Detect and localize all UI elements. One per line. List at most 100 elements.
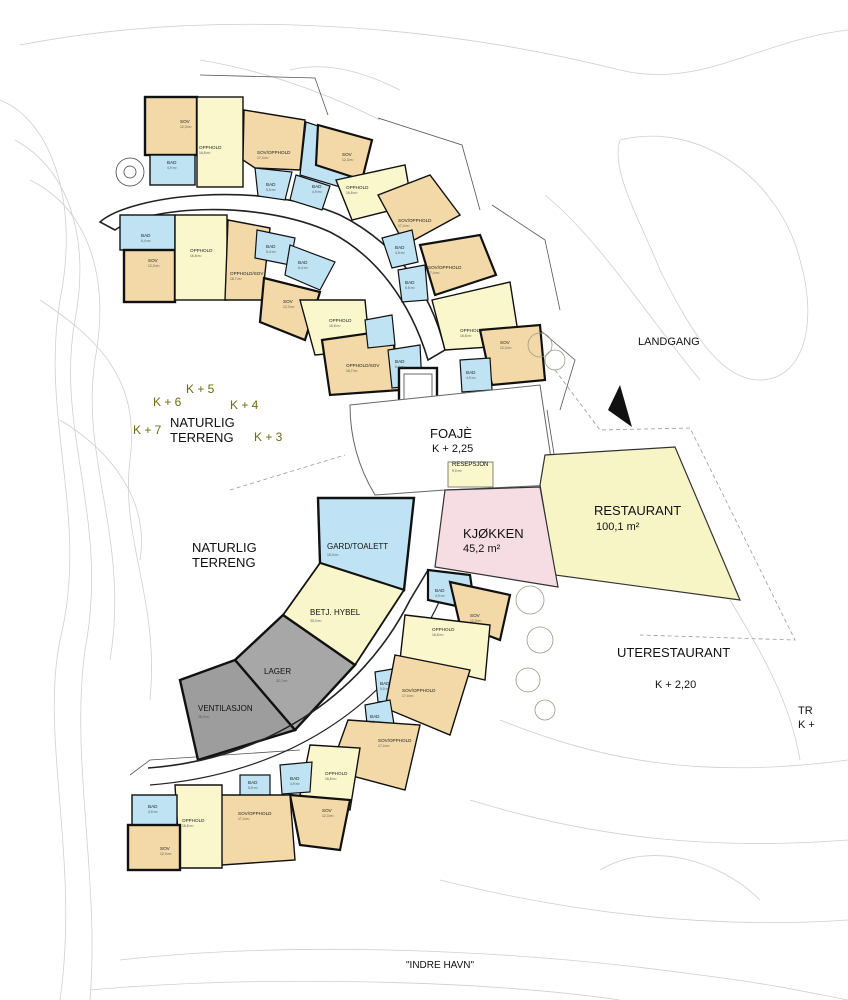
room-name: BAD bbox=[395, 245, 405, 250]
room-area: 16,8 m² bbox=[346, 191, 358, 195]
upper-wing bbox=[98, 95, 547, 397]
naturlig-terreng-upper-2: TERRENG bbox=[170, 430, 234, 445]
room-name: BAD bbox=[248, 780, 258, 785]
room-area: 16,7 m² bbox=[230, 277, 242, 281]
room-area: 16,8 m² bbox=[190, 254, 202, 258]
room-name: BAD bbox=[290, 776, 300, 781]
lager-area: 32,7 m² bbox=[276, 679, 288, 683]
resepsjon-area: 9,0 m² bbox=[452, 469, 462, 473]
room-area: 4,9 m² bbox=[290, 782, 300, 786]
room-name: OPPHOLD bbox=[460, 328, 483, 333]
room-area: 12,3 m² bbox=[160, 852, 172, 856]
kjokken-label: KJØKKEN bbox=[463, 526, 524, 541]
room-name: BAD bbox=[380, 681, 390, 686]
room-name: SOV bbox=[342, 152, 353, 157]
room-area: 6,4 m² bbox=[141, 239, 151, 243]
room-area: 4,9 m² bbox=[167, 166, 177, 170]
room-area: 17,4 m² bbox=[257, 156, 269, 160]
trees bbox=[515, 332, 566, 721]
room-name: BAD bbox=[141, 233, 151, 238]
room-area: 5,5 m² bbox=[248, 786, 258, 790]
room-area: 4,9 m² bbox=[466, 376, 476, 380]
room-area: 5,5 m² bbox=[380, 687, 390, 691]
contour-level-labels: K + 5 K + 6 K + 4 K + 7 K + 3 bbox=[133, 382, 283, 444]
room-area: 12,3 m² bbox=[470, 619, 482, 623]
service-wing bbox=[147, 496, 441, 786]
room-area: 16,8 m² bbox=[199, 151, 211, 155]
room-name: SOV bbox=[283, 299, 294, 304]
room-name: BAD bbox=[266, 244, 276, 249]
room-name: BAD bbox=[466, 370, 476, 375]
room-name: BAD bbox=[148, 804, 158, 809]
room-area: 16,8 m² bbox=[460, 334, 472, 338]
uterestaurant-level: K + 2,20 bbox=[655, 679, 696, 691]
room-area: 16,8 m² bbox=[432, 633, 444, 637]
restaurant-area: 100,1 m² bbox=[596, 521, 640, 533]
room-area: 5,5 m² bbox=[370, 720, 380, 724]
room-name: OPPHOLD bbox=[432, 627, 455, 632]
room-name: BAD bbox=[370, 714, 380, 719]
room-name: SOV bbox=[180, 119, 191, 124]
indre-havn-label: "INDRE HAVN" bbox=[406, 960, 474, 971]
naturlig-terreng-lower-2: TERRENG bbox=[192, 555, 256, 570]
resepsjon-label: RESEPSJON bbox=[452, 462, 488, 468]
lower-room-labels: BAD 4,9 m² SOV 12,3 m² OPPHOLD 16,8 m² B… bbox=[148, 588, 482, 856]
foaje-label: FOAJÈ bbox=[430, 426, 472, 441]
lager-label: LAGER bbox=[264, 667, 291, 676]
room-name: OPPHOLD/SOV bbox=[230, 271, 264, 276]
room-area: 4,5 m² bbox=[395, 251, 405, 255]
central-core bbox=[349, 384, 741, 601]
edge-label-tr: TR bbox=[798, 705, 813, 717]
room-area: 12,3 m² bbox=[500, 346, 512, 350]
betj-hybel-label: BETJ. HYBEL bbox=[310, 608, 361, 617]
room-area: 5,5 m² bbox=[405, 286, 415, 290]
room-area: 17,4 m² bbox=[402, 694, 414, 698]
room-name: SOV/OPPHOLD bbox=[238, 811, 272, 816]
room-name: SOV/OPPHOLD bbox=[402, 688, 436, 693]
room-name: BAD bbox=[298, 260, 308, 265]
terrace-outline bbox=[229, 369, 796, 641]
room-area: 4,9 m² bbox=[148, 810, 158, 814]
room-name: SOV/OPPHOLD bbox=[378, 738, 412, 743]
room-area: 12,3 m² bbox=[342, 158, 354, 162]
contour-label: K + 6 bbox=[153, 395, 182, 409]
room-area: 12,3 m² bbox=[148, 264, 160, 268]
room-area: 12,3 m² bbox=[283, 305, 295, 309]
upper-room-labels: SOV 12,3 m² BAD 4,9 m² OPPHOLD 16,8 m² S… bbox=[141, 119, 512, 380]
room-name: OPPHOLD bbox=[182, 818, 205, 823]
room-area: 12,3 m² bbox=[180, 125, 192, 129]
gard-toalett-area: 15,0 m² bbox=[327, 553, 339, 557]
room-name: OPPHOLD bbox=[190, 248, 213, 253]
room-area: 16,8 m² bbox=[182, 824, 194, 828]
landgang-label: LANDGANG bbox=[638, 336, 700, 348]
room-name: SOV bbox=[500, 340, 511, 345]
room-area: 6,4 m² bbox=[395, 365, 405, 369]
room-area: 16,7 m² bbox=[346, 369, 358, 373]
room-area: 17,4 m² bbox=[398, 224, 410, 228]
room-name: OPPHOLD bbox=[346, 185, 369, 190]
uterestaurant-label: UTERESTAURANT bbox=[617, 645, 730, 660]
lower-wing bbox=[126, 568, 512, 872]
room-name: SOV/OPPHOLD bbox=[398, 218, 432, 223]
room-area: 5,5 m² bbox=[266, 188, 276, 192]
room-area: 5,4 m² bbox=[266, 250, 276, 254]
room-name: BAD bbox=[395, 359, 405, 364]
room-name: BAD bbox=[312, 184, 322, 189]
room-name: OPPHOLD bbox=[325, 771, 348, 776]
room-name: OPPHOLD bbox=[199, 145, 222, 150]
naturlig-terreng-lower-1: NATURLIG bbox=[192, 540, 257, 555]
restaurant-label: RESTAURANT bbox=[594, 503, 681, 518]
terrain-contours bbox=[0, 23, 848, 1000]
room-area: 16,8 m² bbox=[325, 777, 337, 781]
contour-label: K + 4 bbox=[230, 398, 259, 412]
naturlig-terreng-upper-1: NATURLIG bbox=[170, 415, 235, 430]
balcony-outline bbox=[129, 74, 576, 776]
room-area: 16,8 m² bbox=[329, 324, 341, 328]
contour-label: K + 5 bbox=[186, 382, 215, 396]
kjokken-area: 45,2 m² bbox=[463, 543, 501, 555]
room-area: 4,9 m² bbox=[312, 190, 322, 194]
room-area: 6,4 m² bbox=[298, 266, 308, 270]
room-name: BAD bbox=[167, 160, 177, 165]
room-name: OPPHOLD/SOV bbox=[346, 363, 380, 368]
